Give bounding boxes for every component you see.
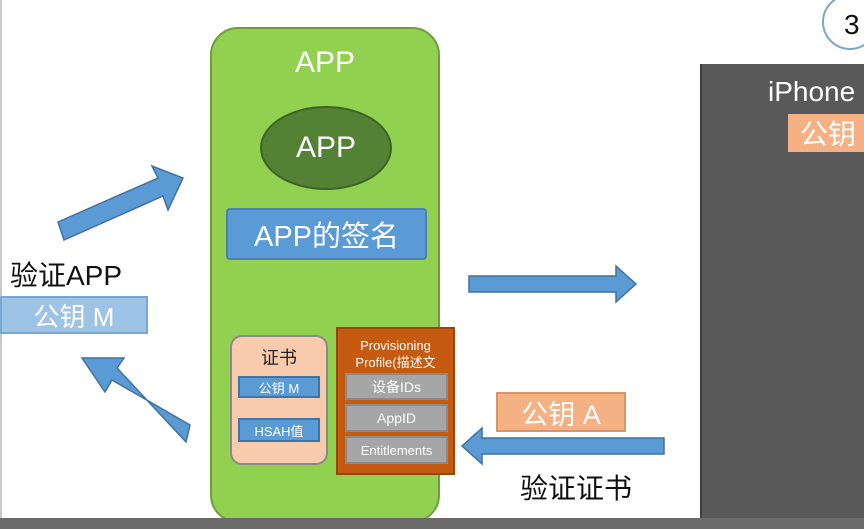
iphone-label: iPhone — [768, 76, 856, 107]
provisioning-title-line2: Profile(描述文 — [355, 355, 436, 370]
certificate-box — [230, 335, 328, 465]
verify-certificate-label: 验证证书 — [519, 473, 632, 504]
certificate-public-key: 公钥 M — [238, 376, 320, 398]
app-container-title: APP — [294, 46, 356, 79]
public-key-m-box: 公钥 M — [0, 296, 148, 334]
public-key-a-box: 公钥 A — [496, 392, 626, 432]
iphone-public-key: 公钥 — [788, 114, 864, 152]
arrow-up-left-shape — [80, 357, 191, 444]
verify-app-label: 验证APP — [10, 260, 123, 291]
arrow-right-shape — [468, 264, 638, 304]
provisioning-title-line1: Provisioning — [360, 338, 431, 353]
bottom-strip — [0, 518, 864, 529]
app-id-box: AppID — [345, 404, 448, 432]
arrow-up-right-shape — [57, 164, 185, 242]
entitlements-box: Entitlements — [345, 436, 448, 464]
certificate-title: 证书 — [261, 348, 297, 368]
device-ids-box: 设备IDs — [345, 373, 448, 400]
app-inner-ellipse: APP — [260, 106, 392, 190]
provisioning-profile-title: Provisioning Profile(描述文 — [336, 334, 455, 374]
app-signature-box: APP的签名 — [226, 208, 427, 260]
arrow-left-shape — [460, 426, 665, 466]
left-edge-line — [0, 0, 2, 529]
certificate-hash: HSAH值 — [238, 418, 320, 442]
